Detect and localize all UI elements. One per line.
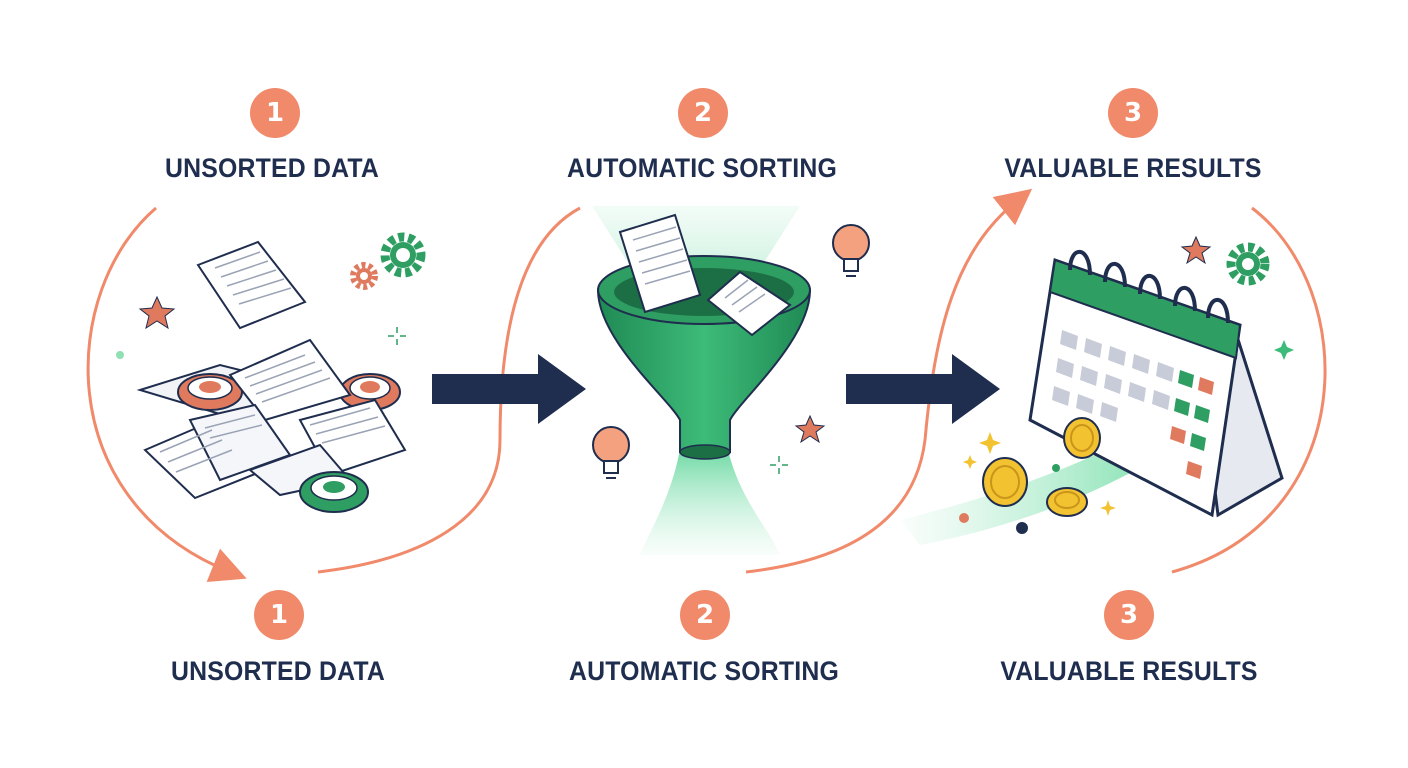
- document-pile-icon: [136, 240, 407, 513]
- gear-icon: [380, 232, 426, 278]
- sparkle-icon: [1052, 464, 1060, 472]
- gear-icon: [350, 262, 378, 290]
- step-3-top-badge: 3: [1108, 88, 1158, 138]
- star-icon: [794, 414, 826, 444]
- step-1-bottom-badge: 1: [254, 590, 304, 640]
- step-1-bottom-label: UNSORTED DATA: [171, 656, 385, 686]
- step-1-top-label: UNSORTED DATA: [165, 153, 379, 183]
- target-icon: [299, 471, 369, 513]
- step-2-bottom-label: AUTOMATIC SORTING: [569, 656, 839, 686]
- lightbulb-icon: [832, 224, 870, 277]
- result-stream: [900, 420, 1170, 545]
- coin-icon: [982, 457, 1028, 507]
- target-icon: [339, 373, 401, 411]
- step-2-bottom-badge: 2: [680, 590, 730, 640]
- coin-icon: [1046, 487, 1088, 517]
- step-3-bottom-badge: 3: [1104, 590, 1154, 640]
- step-2-top-badge: 2: [678, 88, 728, 138]
- arrow-right-icon: [846, 354, 1000, 424]
- step-3-bottom-label: VALUABLE RESULTS: [1000, 656, 1258, 686]
- sparkle-icon: [1100, 500, 1116, 516]
- gear-icon: [1226, 242, 1270, 286]
- sparkle-icon: [979, 432, 1001, 454]
- step-2-top-label: AUTOMATIC SORTING: [567, 153, 837, 183]
- sparkle-icon: [116, 351, 124, 359]
- funnel-beam-bottom: [640, 450, 780, 555]
- star-icon: [138, 295, 176, 330]
- sparkle-icon: [1274, 340, 1294, 360]
- cycle-arrow-icon: [86, 188, 1327, 583]
- step-1-top-badge: 1: [250, 88, 300, 138]
- sparkle-icon: [963, 455, 977, 469]
- funnel-icon: [596, 213, 812, 460]
- step-3-top-label: VALUABLE RESULTS: [1004, 153, 1262, 183]
- sparkle-icon: [959, 513, 969, 523]
- sparkle-icon: [1016, 522, 1028, 534]
- calendar-icon: [1028, 249, 1284, 518]
- lightbulb-icon: [592, 426, 630, 479]
- sparkle-icon: [770, 456, 788, 474]
- arrow-right-icon: [432, 354, 586, 424]
- sparkle-icon: [388, 327, 406, 345]
- coin-icon: [1063, 417, 1101, 459]
- target-icon: [177, 373, 243, 411]
- star-icon: [1180, 235, 1212, 265]
